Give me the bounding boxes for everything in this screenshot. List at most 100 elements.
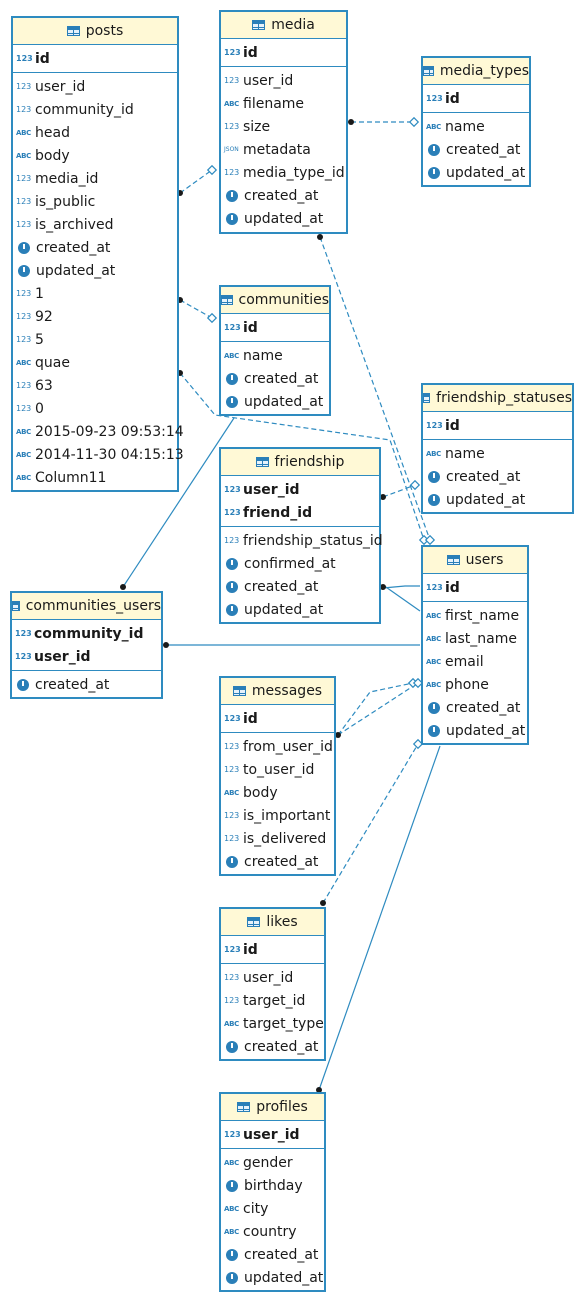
column-row[interactable]: updated_at xyxy=(13,259,177,282)
column-row[interactable]: confirmed_at xyxy=(221,552,379,575)
column-row[interactable]: created_at xyxy=(12,673,161,696)
entity-header[interactable]: media_types xyxy=(423,58,529,85)
num-fk-icon: 123 xyxy=(16,173,32,183)
column-row[interactable]: created_at xyxy=(423,138,529,161)
entity-header[interactable]: communities_users xyxy=(12,593,161,620)
entity-header[interactable]: media xyxy=(221,12,346,39)
entity-header[interactable]: profiles xyxy=(221,1094,324,1121)
text-key-icon: ABC xyxy=(426,449,441,458)
column-row[interactable]: updated_at xyxy=(221,598,379,621)
entity-header[interactable]: communities xyxy=(221,287,329,314)
column-row[interactable]: created_at xyxy=(221,1243,324,1266)
column-row[interactable]: updated_at xyxy=(423,719,527,742)
entity-header[interactable]: messages xyxy=(221,678,334,705)
column-row[interactable]: birthday xyxy=(221,1174,324,1197)
entity-title: media xyxy=(271,17,315,33)
column-row[interactable]: updated_at xyxy=(221,207,346,230)
entity-header[interactable]: users xyxy=(423,547,527,574)
column-row[interactable]: created_at xyxy=(221,1035,324,1058)
column-row[interactable]: created_at xyxy=(221,850,334,873)
entity-header[interactable]: posts xyxy=(13,18,177,45)
column-row[interactable]: created_at xyxy=(221,575,379,598)
entity-header[interactable]: friendship_statuses xyxy=(423,385,572,412)
column-row[interactable]: created_at xyxy=(423,696,527,719)
text-icon: ABC xyxy=(224,1019,239,1028)
entity-header[interactable]: likes xyxy=(221,909,324,936)
column-row[interactable]: updated_at xyxy=(221,1266,324,1289)
column-row[interactable]: created_at xyxy=(423,465,572,488)
entity-header[interactable]: friendship xyxy=(221,449,379,476)
column-row[interactable]: updated_at xyxy=(423,161,529,184)
column-row[interactable]: created_at xyxy=(221,184,346,207)
column-row[interactable]: created_at xyxy=(13,236,177,259)
column-row[interactable]: created_at xyxy=(221,367,329,390)
column-row[interactable]: updated_at xyxy=(423,488,572,511)
column-row[interactable]: updated_at xyxy=(221,390,329,413)
